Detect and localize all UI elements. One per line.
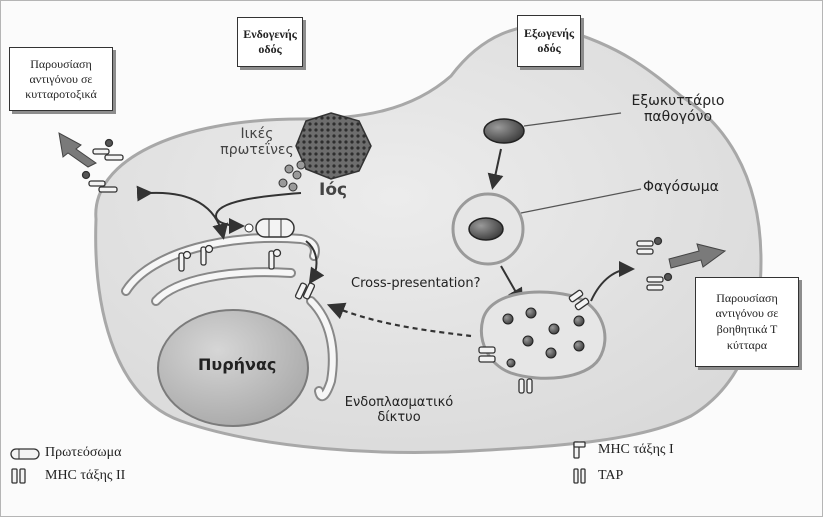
virus-capsid [296, 113, 371, 179]
legend-proteasome: Πρωτεόσωμα [45, 445, 121, 461]
legend-mhc-i-label: MHC τάξης I [598, 442, 674, 458]
extracellular-pathogen-label: Εξωκυττάριο παθογόνο [623, 93, 733, 125]
endogenous-pathway-text: Ενδογενής οδός [238, 27, 302, 57]
endogenous-pathway-title: Ενδογενής οδός [237, 17, 303, 67]
exogenous-pathway-text: Εξωγενής οδός [518, 26, 580, 56]
viral-proteins-label: Ιικές πρωτεΐνες [214, 126, 300, 158]
legend-tap-icon [574, 469, 585, 483]
cytotoxic-presentation-text: Παρουσίαση αντιγόνου σε κυτταροτοξικά [10, 57, 112, 102]
legend-proteasome-icon [11, 449, 39, 459]
legend-mhc-ii-label: MHC τάξης II [45, 468, 125, 484]
phagosome-label: Φαγόσωμα [643, 179, 719, 195]
cytotoxic-presentation-callout: Παρουσίαση αντιγόνου σε κυτταροτοξικά [9, 47, 113, 111]
legend-mhc-ii-icon [12, 469, 25, 483]
cross-presentation-label: Cross-presentation? [351, 277, 481, 292]
er-label: Ενδοπλασματικό δίκτυο [339, 396, 459, 426]
legend-mhc-ii: MHC τάξης II [45, 468, 125, 484]
legend-tap: TAP [598, 468, 623, 484]
pathogen-shape [484, 119, 524, 143]
legend-mhc-i: MHC τάξης I [598, 442, 674, 458]
big-arrow-left [59, 133, 96, 167]
legend-proteasome-label: Πρωτεόσωμα [45, 445, 121, 461]
virus-label: Ιός [319, 181, 347, 201]
legend-mhc-i-icon [574, 442, 585, 458]
nucleus-label: Πυρήνας [198, 356, 276, 374]
legend-tap-label: TAP [598, 468, 623, 484]
helper-presentation-text: Παρουσίαση αντιγόνου σε βοηθητικά Τ κύττ… [696, 291, 798, 353]
phagosome-pathogen [469, 218, 503, 240]
exogenous-pathway-title: Εξωγενής οδός [517, 15, 581, 67]
helper-presentation-callout: Παρουσίαση αντιγόνου σε βοηθητικά Τ κύττ… [695, 277, 799, 367]
